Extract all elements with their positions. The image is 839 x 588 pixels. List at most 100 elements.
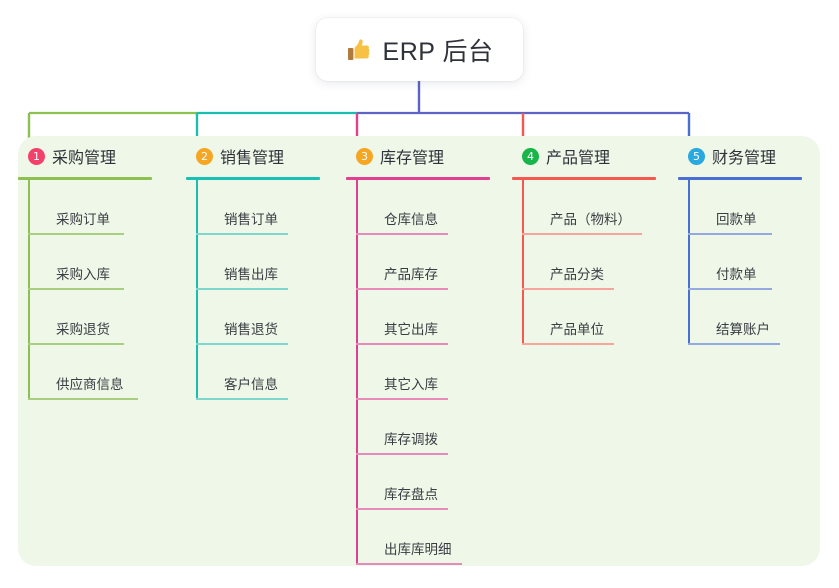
- branch-title-5: 财务管理: [712, 150, 777, 167]
- leaf-node[interactable]: 其它入库: [356, 345, 506, 400]
- leaf-node-underline: [688, 288, 772, 290]
- leaf-node-underline: [522, 288, 614, 290]
- branch-title-2: 销售管理: [220, 150, 285, 167]
- leaf-node-underline: [688, 343, 780, 345]
- leaf-node[interactable]: 出库库明细: [356, 510, 506, 565]
- diagram-panel: [18, 136, 820, 566]
- leaf-node[interactable]: 采购订单: [28, 180, 168, 235]
- leaf-node-label: 供应商信息: [56, 377, 124, 392]
- branch-item-list-2: 销售订单销售出库销售退货客户信息: [186, 180, 336, 400]
- leaf-node-underline: [196, 398, 288, 400]
- branch-item-list-3: 仓库信息产品库存其它出库其它入库库存调拨库存盘点出库库明细: [346, 180, 506, 565]
- leaf-node-underline: [356, 563, 462, 565]
- root-node-title: ERP 后台: [382, 37, 494, 66]
- leaf-node-label: 销售退货: [224, 322, 278, 337]
- leaf-node-underline: [522, 343, 614, 345]
- root-node-card[interactable]: ERP 后台: [316, 18, 523, 81]
- leaf-node-label: 库存调拨: [384, 432, 438, 447]
- leaf-node-label: 其它入库: [384, 377, 438, 392]
- leaf-node-underline: [28, 288, 124, 290]
- leaf-node[interactable]: 结算账户: [688, 290, 818, 345]
- branch-badge-1: 1: [28, 147, 45, 165]
- leaf-node-underline: [356, 398, 448, 400]
- leaf-node-label: 客户信息: [224, 377, 278, 392]
- leaf-node[interactable]: 回款单: [688, 180, 818, 235]
- leaf-node-label: 销售出库: [224, 267, 278, 282]
- leaf-node-underline: [356, 453, 448, 455]
- leaf-node-underline: [522, 233, 642, 235]
- branch-spine-2: [196, 180, 198, 400]
- leaf-node[interactable]: 产品单位: [522, 290, 672, 345]
- leaf-node-underline: [196, 288, 288, 290]
- branch-title-3: 库存管理: [380, 150, 445, 167]
- branch-title-1: 采购管理: [52, 150, 117, 167]
- branch-item-list-5: 回款单付款单结算账户: [678, 180, 818, 345]
- leaf-node-label: 仓库信息: [384, 212, 438, 227]
- leaf-node-underline: [356, 233, 448, 235]
- leaf-node-label: 产品（物料）: [550, 212, 631, 227]
- branch-item-list-4: 产品（物料） 产品分类产品单位: [512, 180, 672, 345]
- branch-badge-5: 5: [688, 147, 705, 165]
- leaf-node-label: 产品分类: [550, 267, 604, 282]
- branch-underline-1: [18, 177, 152, 180]
- leaf-node-label: 采购入库: [56, 267, 110, 282]
- leaf-node[interactable]: 销售退货: [196, 290, 336, 345]
- leaf-node[interactable]: 客户信息: [196, 345, 336, 400]
- leaf-node-label: 产品单位: [550, 322, 604, 337]
- branch-underline-4: [512, 177, 656, 180]
- leaf-node[interactable]: 销售出库: [196, 235, 336, 290]
- branch-column-3: 3 库存管理仓库信息产品库存其它出库其它入库库存调拨库存盘点出库库明细: [346, 136, 506, 565]
- branch-title-4: 产品管理: [546, 150, 611, 167]
- leaf-node[interactable]: 库存调拨: [356, 400, 506, 455]
- branch-header-5[interactable]: 5 财务管理: [678, 136, 818, 176]
- leaf-node[interactable]: 产品库存: [356, 235, 506, 290]
- leaf-node-label: 出库库明细: [384, 542, 452, 557]
- leaf-node[interactable]: 产品（物料）: [522, 180, 672, 235]
- branch-spine-5: [688, 180, 690, 345]
- leaf-node[interactable]: 供应商信息: [28, 345, 168, 400]
- leaf-node-label: 销售订单: [224, 212, 278, 227]
- leaf-node-underline: [196, 233, 288, 235]
- leaf-node[interactable]: 采购退货: [28, 290, 168, 345]
- leaf-node[interactable]: 仓库信息: [356, 180, 506, 235]
- thumbs-up-icon: [346, 37, 372, 63]
- branch-badge-3: 3: [356, 147, 373, 165]
- leaf-node-label: 其它出库: [384, 322, 438, 337]
- branch-spine-1: [28, 180, 30, 400]
- leaf-node-underline: [356, 288, 448, 290]
- leaf-node-underline: [28, 233, 124, 235]
- branch-header-1[interactable]: 1 采购管理: [18, 136, 168, 176]
- branch-column-5: 5 财务管理回款单付款单结算账户: [678, 136, 818, 345]
- branch-underline-3: [346, 177, 490, 180]
- branch-column-4: 4 产品管理产品（物料） 产品分类产品单位: [512, 136, 672, 345]
- branch-underline-5: [678, 177, 802, 180]
- branch-spine-3: [356, 180, 358, 565]
- leaf-node-label: 采购订单: [56, 212, 110, 227]
- leaf-node[interactable]: 其它出库: [356, 290, 506, 345]
- leaf-node-label: 采购退货: [56, 322, 110, 337]
- leaf-node[interactable]: 采购入库: [28, 235, 168, 290]
- leaf-node-underline: [688, 233, 772, 235]
- leaf-node-label: 付款单: [716, 267, 757, 282]
- leaf-node-label: 库存盘点: [384, 487, 438, 502]
- leaf-node[interactable]: 产品分类: [522, 235, 672, 290]
- branch-header-4[interactable]: 4 产品管理: [512, 136, 672, 176]
- leaf-node-label: 结算账户: [716, 322, 770, 337]
- leaf-node[interactable]: 销售订单: [196, 180, 336, 235]
- leaf-node-label: 回款单: [716, 212, 757, 227]
- branch-badge-4: 4: [522, 147, 539, 165]
- branch-item-list-1: 采购订单采购入库采购退货供应商信息: [18, 180, 168, 400]
- leaf-node-underline: [356, 508, 448, 510]
- branch-underline-2: [186, 177, 320, 180]
- leaf-node[interactable]: 付款单: [688, 235, 818, 290]
- branch-column-1: 1 采购管理采购订单采购入库采购退货供应商信息: [18, 136, 168, 400]
- branch-header-3[interactable]: 3 库存管理: [346, 136, 506, 176]
- leaf-node-label: 产品库存: [384, 267, 438, 282]
- leaf-node-underline: [28, 398, 138, 400]
- leaf-node[interactable]: 库存盘点: [356, 455, 506, 510]
